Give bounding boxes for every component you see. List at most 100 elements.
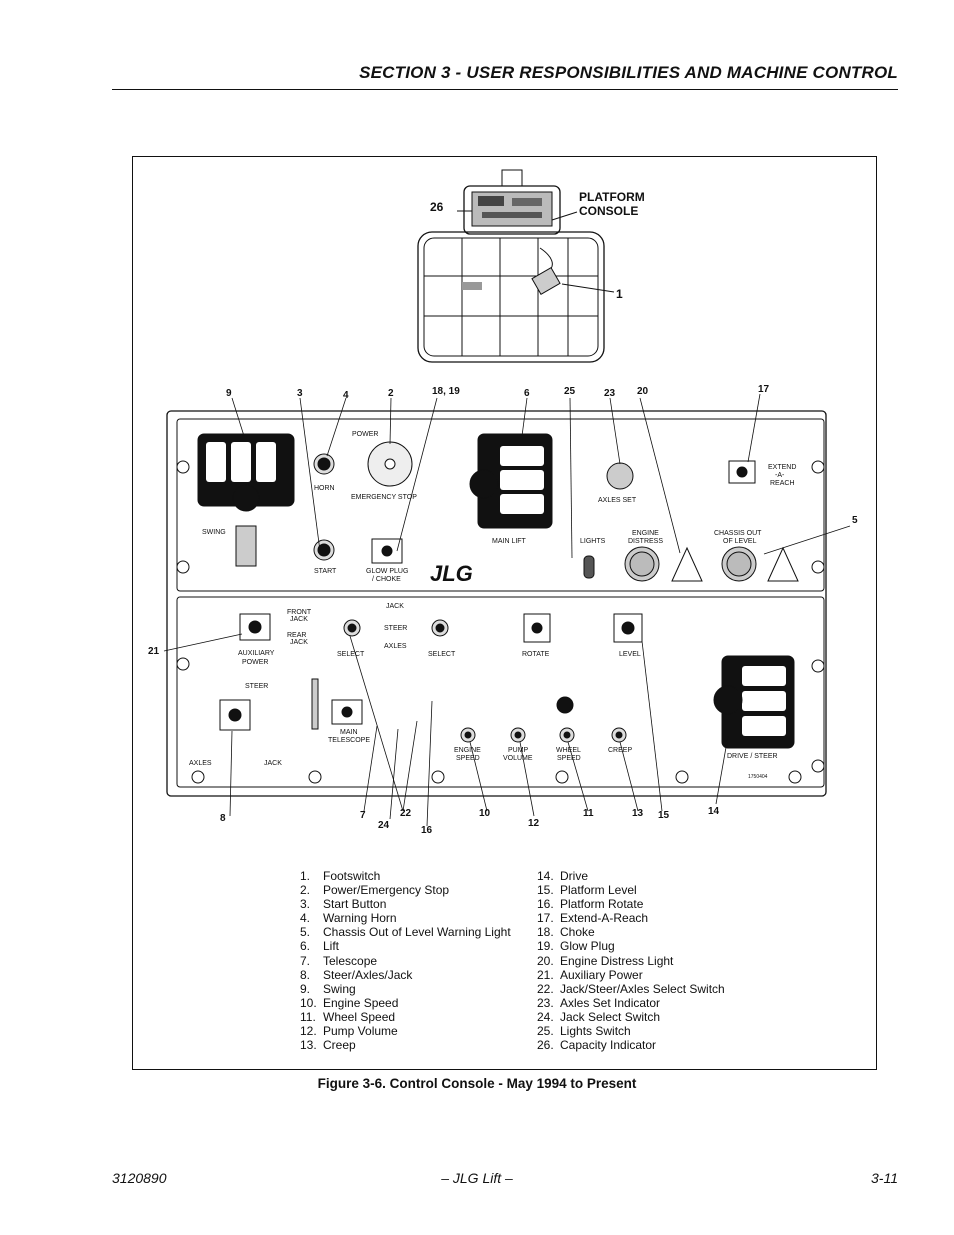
callout-13: 13	[632, 808, 644, 819]
callout-7: 7	[360, 810, 366, 821]
footer-doc-number: 3120890	[112, 1170, 167, 1186]
control-console-diagram: 26 PLATFORM CONSOLE 1	[148, 169, 858, 836]
callout-2: 2	[388, 388, 394, 399]
legend-item: 9.Swing	[300, 981, 356, 996]
legend-left: 1.Footswitch 2.Power/Emergency Stop 3.St…	[300, 869, 511, 1052]
label-speed-2: SPEED	[557, 755, 581, 762]
axles-set-indicator	[606, 462, 634, 490]
label-select-2: SELECT	[428, 651, 456, 658]
svg-text:JACK: JACK	[290, 639, 308, 646]
label-a: -A-	[775, 472, 785, 479]
footer-page-number: 3-11	[871, 1170, 898, 1186]
label-jack: JACK	[264, 760, 282, 767]
legend-item: 25.Lights Switch	[537, 1024, 631, 1039]
label-select-1: SELECT	[337, 651, 365, 658]
legend-item: 13.Creep	[300, 1038, 356, 1053]
label-level: LEVEL	[619, 651, 641, 658]
callout-leaders	[163, 393, 851, 827]
callout-17: 17	[758, 384, 770, 395]
horn-button	[313, 453, 335, 475]
legend-item: 26.Capacity Indicator	[537, 1038, 657, 1053]
callout-1: 1	[616, 287, 623, 301]
footswitch-icon	[531, 247, 561, 295]
callout-25: 25	[564, 386, 576, 397]
legend-item: 21.Auxiliary Power	[537, 967, 643, 982]
label-auxiliary: AUXILIARY	[238, 650, 275, 657]
callout-4: 4	[343, 390, 349, 401]
figure-frame	[132, 156, 877, 1070]
control-panel: JLG	[166, 410, 827, 797]
legend-item: 7.Telescope	[300, 953, 378, 968]
legend-item: 11.Wheel Speed	[300, 1009, 396, 1024]
drive-steer-joystick	[713, 655, 795, 749]
callout-6: 6	[524, 388, 530, 399]
legend-item: 17.Extend-A-Reach	[537, 911, 649, 926]
legend-item: 15.Platform Level	[537, 883, 637, 898]
callout-22: 22	[400, 808, 412, 819]
label-choke: / CHOKE	[372, 576, 401, 583]
label-glow-plug: GLOW PLUG	[366, 568, 408, 575]
label-part-number: 1750404	[748, 774, 768, 780]
callout-8: 8	[220, 813, 226, 824]
legend-item: 1.Footswitch	[300, 869, 381, 883]
footer-center: – JLG Lift –	[441, 1170, 513, 1186]
platform-console-label: PLATFORM	[579, 190, 645, 204]
header-rule	[112, 89, 898, 90]
legend-item: 22.Jack/Steer/Axles Select Switch	[537, 981, 725, 996]
legend-right: 14.Drive 15.Platform Level 16.Platform R…	[537, 869, 725, 1052]
legend-item: 14.Drive	[537, 869, 589, 883]
legend-item: 10.Engine Speed	[300, 995, 399, 1010]
label-main: MAIN	[340, 729, 358, 736]
label-pump: PUMP	[508, 747, 529, 754]
legend-item: 5.Chassis Out of Level Warning Light	[300, 925, 511, 940]
label-jack-top: JACK	[386, 603, 404, 610]
label-horn: HORN	[314, 485, 335, 492]
legend-item: 24.Jack Select Switch	[537, 1009, 661, 1024]
label-axles-mid: AXLES	[384, 643, 407, 650]
label-speed-1: SPEED	[456, 755, 480, 762]
callout-18-19: 18, 19	[432, 386, 460, 397]
label-axles: AXLES	[189, 760, 212, 767]
svg-text:JACK: JACK	[290, 616, 308, 623]
callout-5: 5	[852, 515, 858, 526]
swing-joystick	[197, 433, 295, 567]
label-rotate: ROTATE	[522, 651, 550, 658]
callout-15: 15	[658, 810, 670, 821]
callout-12: 12	[528, 818, 540, 829]
legend-item: 4.Warning Horn	[300, 911, 397, 926]
label-volume: VOLUME	[503, 755, 533, 762]
legend-item: 16.Platform Rotate	[537, 897, 644, 912]
legend-item: 20.Engine Distress Light	[537, 953, 674, 968]
label-start: START	[314, 568, 337, 575]
callout-9: 9	[226, 388, 232, 399]
platform-top-view	[417, 169, 615, 363]
label-engine-2: ENGINE	[454, 747, 481, 754]
label-main-lift: MAIN LIFT	[492, 538, 527, 545]
callout-16: 16	[421, 825, 433, 836]
callout-14: 14	[708, 806, 720, 817]
label-of-level: OF LEVEL	[723, 538, 757, 545]
main-lift-joystick	[469, 433, 553, 529]
label-swing: SWING	[202, 529, 226, 536]
label-telescope: TELESCOPE	[328, 737, 370, 744]
legend-item: 2.Power/Emergency Stop	[300, 883, 450, 898]
label-reach: REACH	[770, 480, 795, 487]
label-axles-set: AXLES SET	[598, 497, 637, 504]
callout-20: 20	[637, 386, 649, 397]
lower-panel-switches	[219, 613, 643, 743]
label-extend: EXTEND	[768, 464, 796, 471]
extend-a-reach-switch	[728, 460, 756, 484]
legend-item: 18.Choke	[537, 925, 595, 940]
label-lights: LIGHTS	[580, 538, 606, 545]
legend-item: 8.Steer/Axles/Jack	[300, 967, 413, 982]
legend-item: 6.Lift	[300, 939, 340, 954]
legend-item: 23.Axles Set Indicator	[537, 995, 661, 1010]
figure-caption: Figure 3-6. Control Console - May 1994 t…	[317, 1076, 637, 1091]
start-button	[313, 539, 335, 561]
label-emergency-stop: EMERGENCY STOP	[351, 494, 417, 501]
callout-24: 24	[378, 820, 390, 831]
svg-text:CONSOLE: CONSOLE	[579, 204, 638, 218]
callout-10: 10	[479, 808, 491, 819]
glow-plug-switch	[371, 538, 403, 564]
callout-26: 26	[430, 200, 444, 214]
